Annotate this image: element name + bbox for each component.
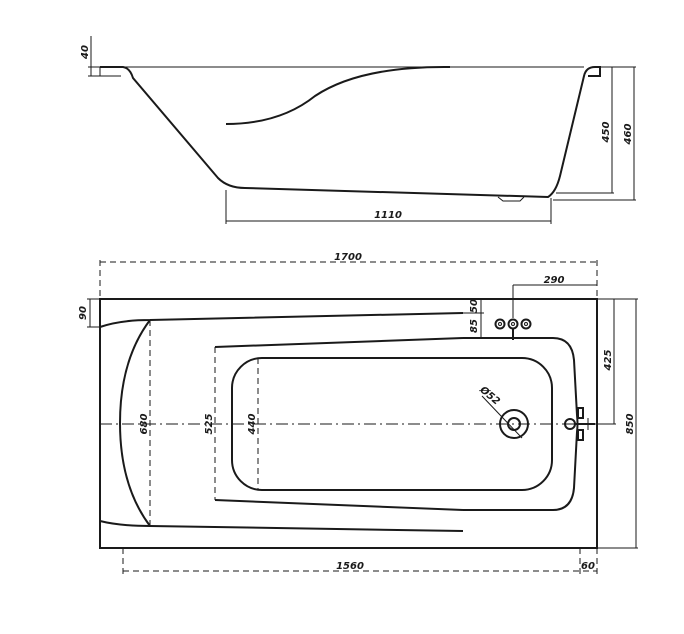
faucet-hole-center-core — [511, 322, 515, 326]
dim-end-rim-label: 60 — [581, 561, 595, 572]
top-view: Ø52 1700 290 9 — [78, 252, 638, 574]
dim-rim-label: 40 — [80, 45, 91, 60]
side-drain-foot — [497, 196, 525, 202]
top-lower-lip — [99, 520, 464, 532]
dim-half-label: 425 — [603, 350, 614, 372]
overflow-valve — [564, 407, 595, 441]
faucet-hole-right — [520, 318, 532, 330]
overflow-valve-handle-bottom — [577, 429, 584, 441]
dim-length-label: 1700 — [334, 252, 362, 263]
top-upper-lip — [99, 312, 464, 328]
dim-inner-length-label: 1560 — [336, 561, 364, 572]
dim-rim-top-label: 50 — [469, 299, 480, 313]
dim-floor-outer-label: 525 — [204, 414, 215, 435]
overflow-valve-handle-top — [577, 407, 584, 419]
faucet-hole-center — [507, 318, 519, 330]
faucet-hole-right-core — [524, 322, 528, 326]
faucet-holes — [494, 318, 532, 340]
side-rim-outline — [100, 66, 601, 199]
top-basin-lower — [214, 499, 464, 511]
dim-depth-total-label: 460 — [623, 124, 634, 146]
faucet-hole-left-core — [498, 322, 502, 326]
dim-rim-side-label: 90 — [78, 306, 89, 320]
faucet-hole-left — [494, 318, 506, 330]
dim-bottom-label: 1110 — [374, 210, 402, 221]
drain-leader — [481, 395, 523, 439]
side-left-lip — [99, 67, 121, 77]
dim-rim-inner-label: 85 — [469, 319, 480, 333]
drain-outer — [499, 409, 529, 439]
dim-floor-inner-label: 440 — [247, 414, 258, 436]
top-basin-left — [118, 319, 151, 527]
side-view: 40 450 460 1110 — [80, 36, 636, 224]
dim-inner-width-label: 680 — [139, 414, 150, 435]
side-inner-curve — [225, 65, 451, 125]
dim-depth-inner-label: 450 — [601, 122, 612, 144]
dim-width-label: 850 — [625, 414, 636, 435]
dim-drain-offset-label: 290 — [544, 275, 565, 286]
top-basin-upper — [214, 337, 464, 348]
